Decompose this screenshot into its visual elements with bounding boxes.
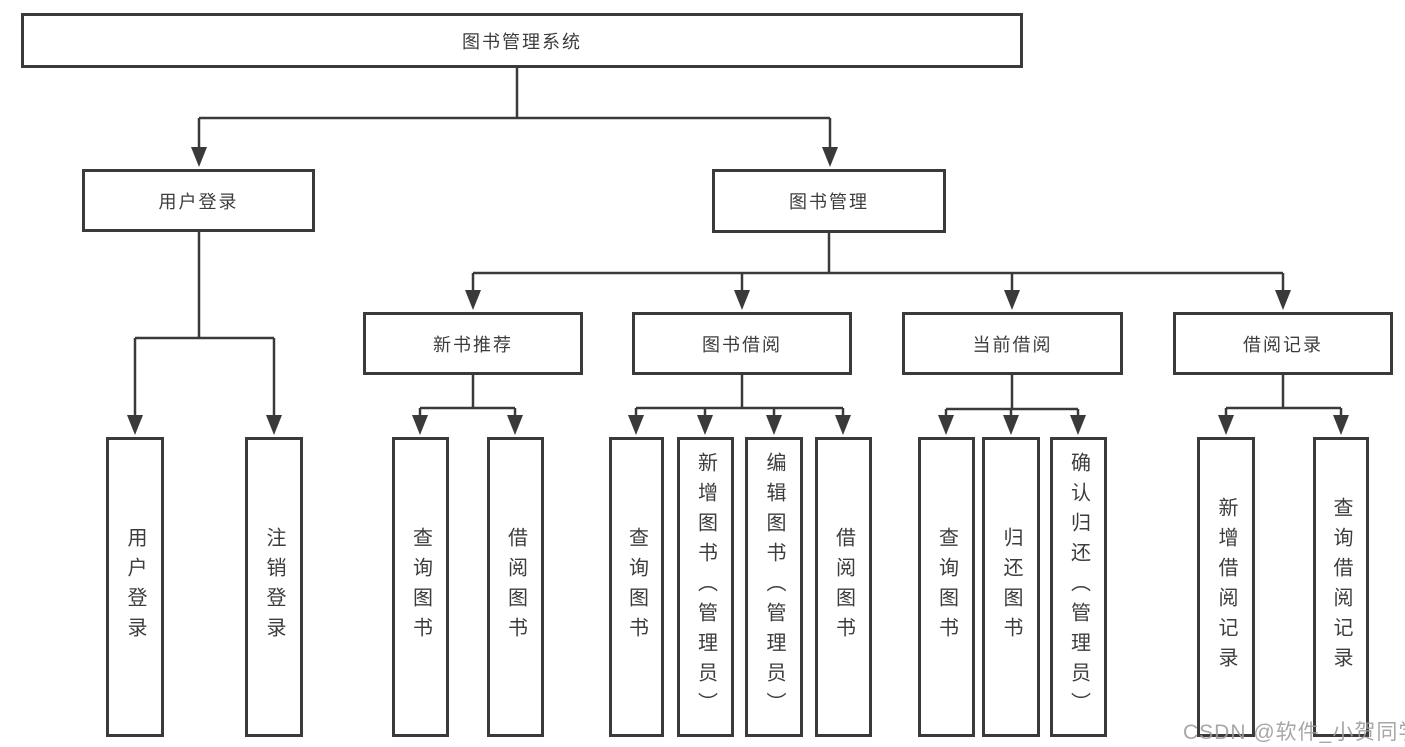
node-new-book-recommendation: 新书推荐 [363,312,583,375]
leaf-confirm-return-admin: 确认归还（管理员） [1050,437,1107,737]
leaf-query-books-recommend: 查询图书 [392,437,449,737]
leaf-add-books-admin: 新增图书（管理员） [677,437,734,737]
node-borrowing-records: 借阅记录 [1173,312,1393,375]
node-book-borrowing: 图书借阅 [632,312,852,375]
leaf-edit-books-admin: 编辑图书（管理员） [745,437,803,737]
leaf-return-books: 归还图书 [982,437,1040,737]
leaf-query-books-current: 查询图书 [918,437,975,737]
node-current-borrowing: 当前借阅 [902,312,1123,375]
leaf-logout: 注销登录 [245,437,303,737]
leaf-add-borrow-record: 新增借阅记录 [1197,437,1255,737]
node-book-management: 图书管理 [712,169,946,233]
leaf-borrow-books: 借阅图书 [815,437,872,737]
csdn-watermark: CSDN @软件_小贺同学 [1183,721,1405,744]
leaf-borrow-books-recommend: 借阅图书 [487,437,544,737]
node-user-login: 用户登录 [82,169,315,232]
leaf-query-books-borrow: 查询图书 [609,437,664,737]
leaf-user-login: 用户登录 [106,437,164,737]
leaf-query-borrow-record: 查询借阅记录 [1313,437,1369,737]
node-library-management-system: 图书管理系统 [21,13,1023,68]
arrowhead-icons [127,147,1349,435]
